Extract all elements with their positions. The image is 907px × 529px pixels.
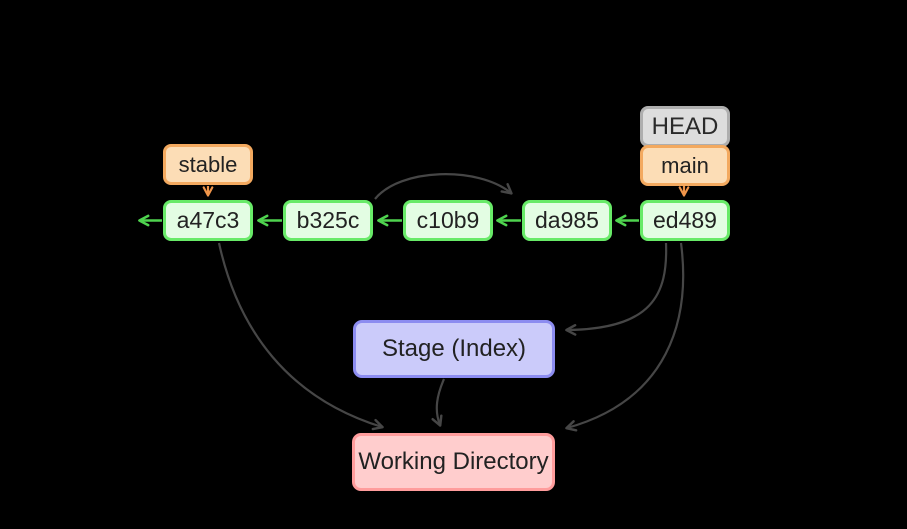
- commit-label: c10b9: [416, 207, 480, 233]
- head-label-text: HEAD: [651, 112, 719, 140]
- commit-c10b9: c10b9: [403, 200, 493, 241]
- commit-label: da985: [535, 207, 599, 233]
- stage-index-box: Stage (Index): [353, 320, 555, 378]
- edge-stage-working-directory: [431, 378, 446, 427]
- branch-main-text: main: [661, 152, 709, 178]
- commit-label: b325c: [296, 207, 360, 233]
- working-directory-box: Working Directory: [352, 433, 555, 491]
- head-label: HEAD: [640, 106, 730, 147]
- commit-ed489: ed489: [640, 200, 730, 241]
- commit-da985: da985: [522, 200, 612, 241]
- commit-label: a47c3: [176, 207, 240, 233]
- edge-b325c-da985: [374, 173, 513, 200]
- working-directory-text: Working Directory: [358, 448, 549, 475]
- branch-stable-text: stable: [178, 151, 238, 177]
- edge-ed489-stage: [565, 242, 668, 336]
- edge-ed489-working-directory: [565, 242, 685, 432]
- commit-a47c3: a47c3: [163, 200, 253, 241]
- branch-main: main: [640, 145, 730, 186]
- branch-stable: stable: [163, 144, 253, 185]
- stage-index-text: Stage (Index): [381, 335, 527, 362]
- commit-b325c: b325c: [283, 200, 373, 241]
- edge-a47c3-working-directory: [217, 242, 384, 431]
- commit-label: ed489: [653, 207, 717, 233]
